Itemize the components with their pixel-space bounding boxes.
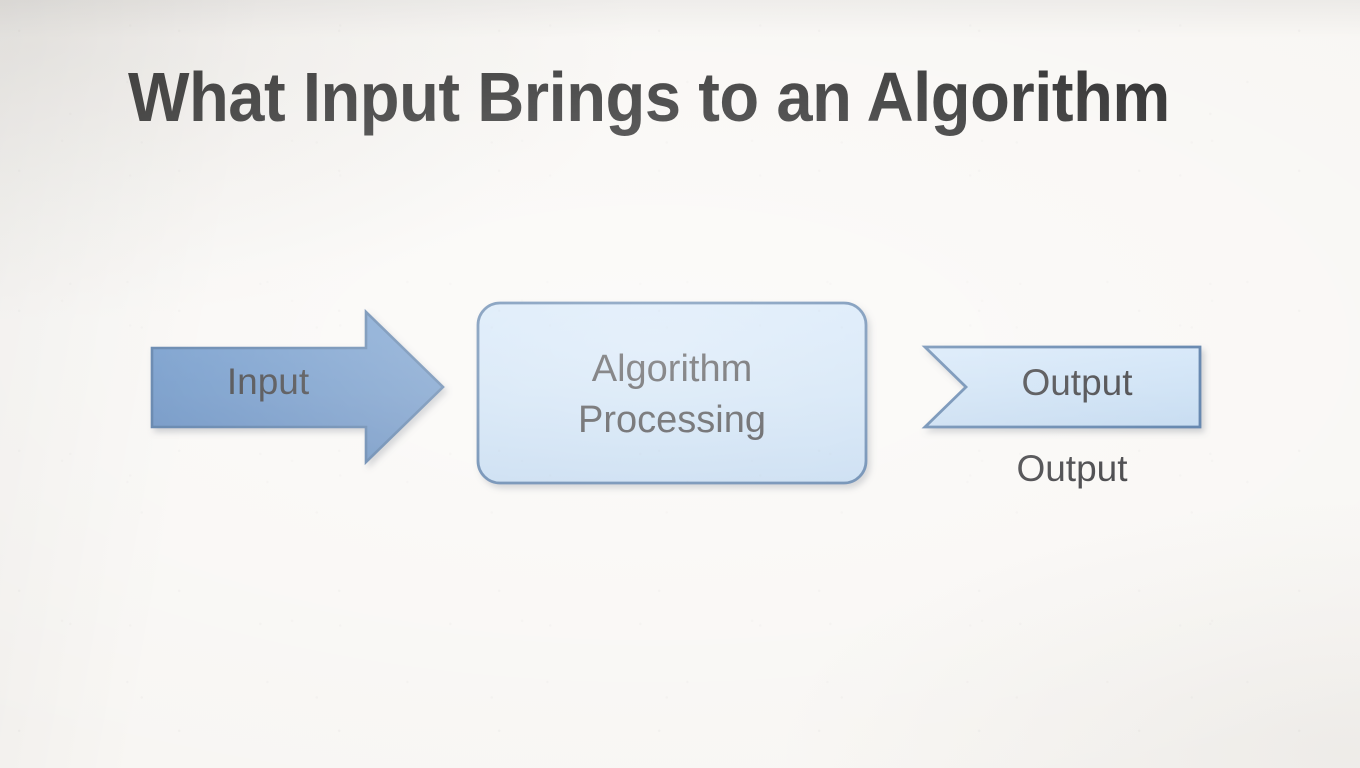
output-caption: Output: [1016, 448, 1128, 489]
output-label: Output: [1021, 362, 1133, 403]
processing-label: Algorithm Processing: [578, 348, 766, 442]
input-label: Input: [226, 361, 310, 402]
page-title: What Input Brings to an Algorithm: [128, 58, 1170, 136]
